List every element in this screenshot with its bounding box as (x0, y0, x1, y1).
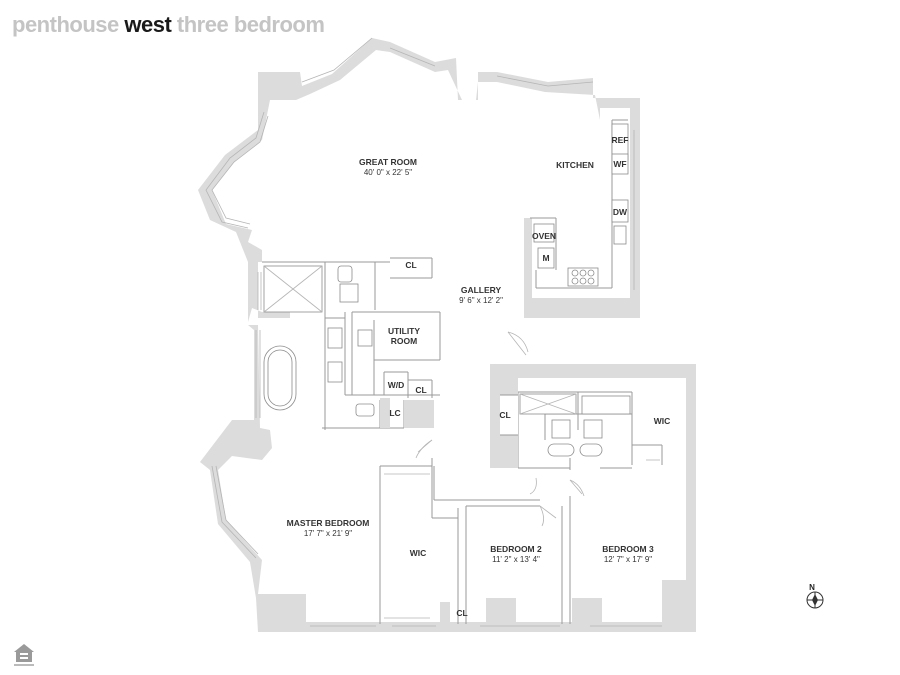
closet-label-utility: CL (415, 385, 426, 395)
great-room-name: GREAT ROOM (359, 157, 417, 167)
dw-label: DW (613, 207, 628, 217)
north-arrow-icon: N (806, 583, 824, 609)
wic-label-bedroom3: WIC (654, 416, 671, 426)
kitchen-name: KITCHEN (556, 160, 594, 170)
closet-label-upper: CL (405, 260, 416, 270)
closet-label-bedroom2: CL (456, 608, 467, 618)
wf-label: WF (613, 159, 626, 169)
closet-label-east: CL (499, 410, 510, 420)
exterior-walls (198, 38, 696, 632)
interior-walls (262, 119, 663, 624)
fixture-labels: REF WF DW OVEN M CL W/D CL LC CL WIC WIC… (388, 135, 671, 618)
bedroom3-dims: 12' 7" x 17' 9" (604, 555, 652, 564)
lc-label: LC (389, 408, 400, 418)
wd-label: W/D (388, 380, 405, 390)
fixtures (263, 123, 660, 619)
master-bedroom-dims: 17' 7" x 21' 9" (304, 529, 352, 538)
utility-room-name-2: ROOM (391, 336, 417, 346)
gallery-dims: 9' 6" x 12' 2" (459, 296, 503, 305)
bedroom2-dims: 11' 2" x 13' 4" (492, 555, 540, 564)
great-room-dims: 40' 0" x 22' 5" (364, 168, 412, 177)
equal-housing-icon (14, 644, 34, 666)
master-bedroom-name: MASTER BEDROOM (287, 518, 370, 528)
compass-north-label: N (809, 583, 815, 592)
page-title: penthouse west three bedroom (12, 12, 325, 37)
wic-label-master: WIC (410, 548, 427, 558)
windows (205, 37, 662, 627)
ref-label: REF (612, 135, 629, 145)
title-three-bedroom: three bedroom (176, 12, 325, 37)
oven-label: OVEN (532, 231, 556, 241)
gallery-name: GALLERY (461, 285, 502, 295)
utility-room-name-1: UTILITY (388, 326, 420, 336)
room-labels: GREAT ROOM 40' 0" x 22' 5" KITCHEN GALLE… (287, 157, 654, 564)
bedroom2-name: BEDROOM 2 (490, 544, 542, 554)
title-west: west (124, 12, 172, 37)
microwave-label: M (542, 253, 549, 263)
bedroom3-name: BEDROOM 3 (602, 544, 654, 554)
title-penthouse: penthouse (12, 12, 119, 37)
doors (317, 293, 585, 527)
